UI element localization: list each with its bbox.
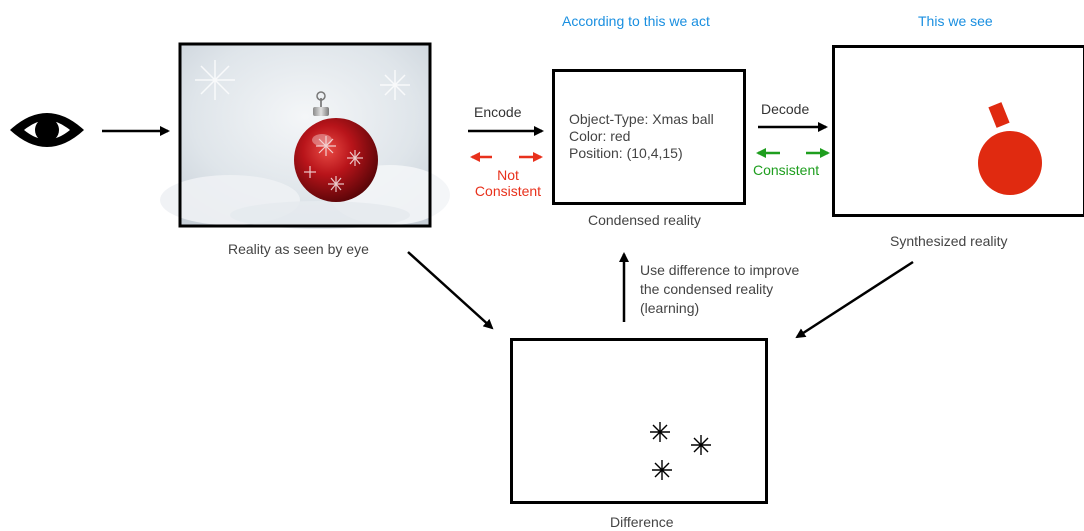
- snowflake-marks: [650, 422, 711, 480]
- condensed-reality-box: Object-Type: Xmas ball Color: red Positi…: [552, 69, 746, 205]
- condensed-line-position: Position: (10,4,15): [569, 145, 683, 161]
- not-consistent-line-1: Not: [497, 167, 519, 183]
- title-act: According to this we act: [562, 13, 710, 29]
- snowflake-icon: [691, 435, 711, 455]
- learning-line-3: (learning): [640, 300, 700, 316]
- consistent-label: Consistent: [753, 162, 820, 178]
- learning-line-1: Use difference to improve: [640, 262, 800, 278]
- decode-label: Decode: [761, 101, 810, 117]
- reality-photo: [160, 42, 450, 229]
- learning-line-2: the condensed reality: [640, 281, 774, 297]
- caption-synthesized: Synthesized reality: [890, 233, 1008, 249]
- condensed-line-color: Color: red: [569, 128, 631, 144]
- snowflake-icon: [652, 460, 672, 480]
- caption-condensed: Condensed reality: [588, 212, 701, 228]
- not-consistent-label: Not Consistent: [466, 167, 550, 199]
- caption-difference: Difference: [610, 514, 674, 530]
- not-consistent-line-2: Consistent: [474, 183, 542, 199]
- snowflake-icon: [650, 422, 670, 442]
- synthesized-to-difference-arrow: [795, 260, 914, 339]
- condensed-line-object-type: Object-Type: Xmas ball: [569, 111, 714, 127]
- ornament-silhouette: [978, 102, 1042, 195]
- caption-reality-eye: Reality as seen by eye: [228, 241, 369, 257]
- synthesized-reality-box: [832, 45, 1084, 217]
- title-see: This we see: [918, 13, 993, 29]
- difference-box: [510, 338, 768, 504]
- reality-to-difference-arrow: [407, 251, 494, 330]
- eye-icon: [10, 113, 84, 147]
- learning-label: Use difference to improve the condensed …: [640, 261, 799, 318]
- encode-label: Encode: [474, 104, 522, 120]
